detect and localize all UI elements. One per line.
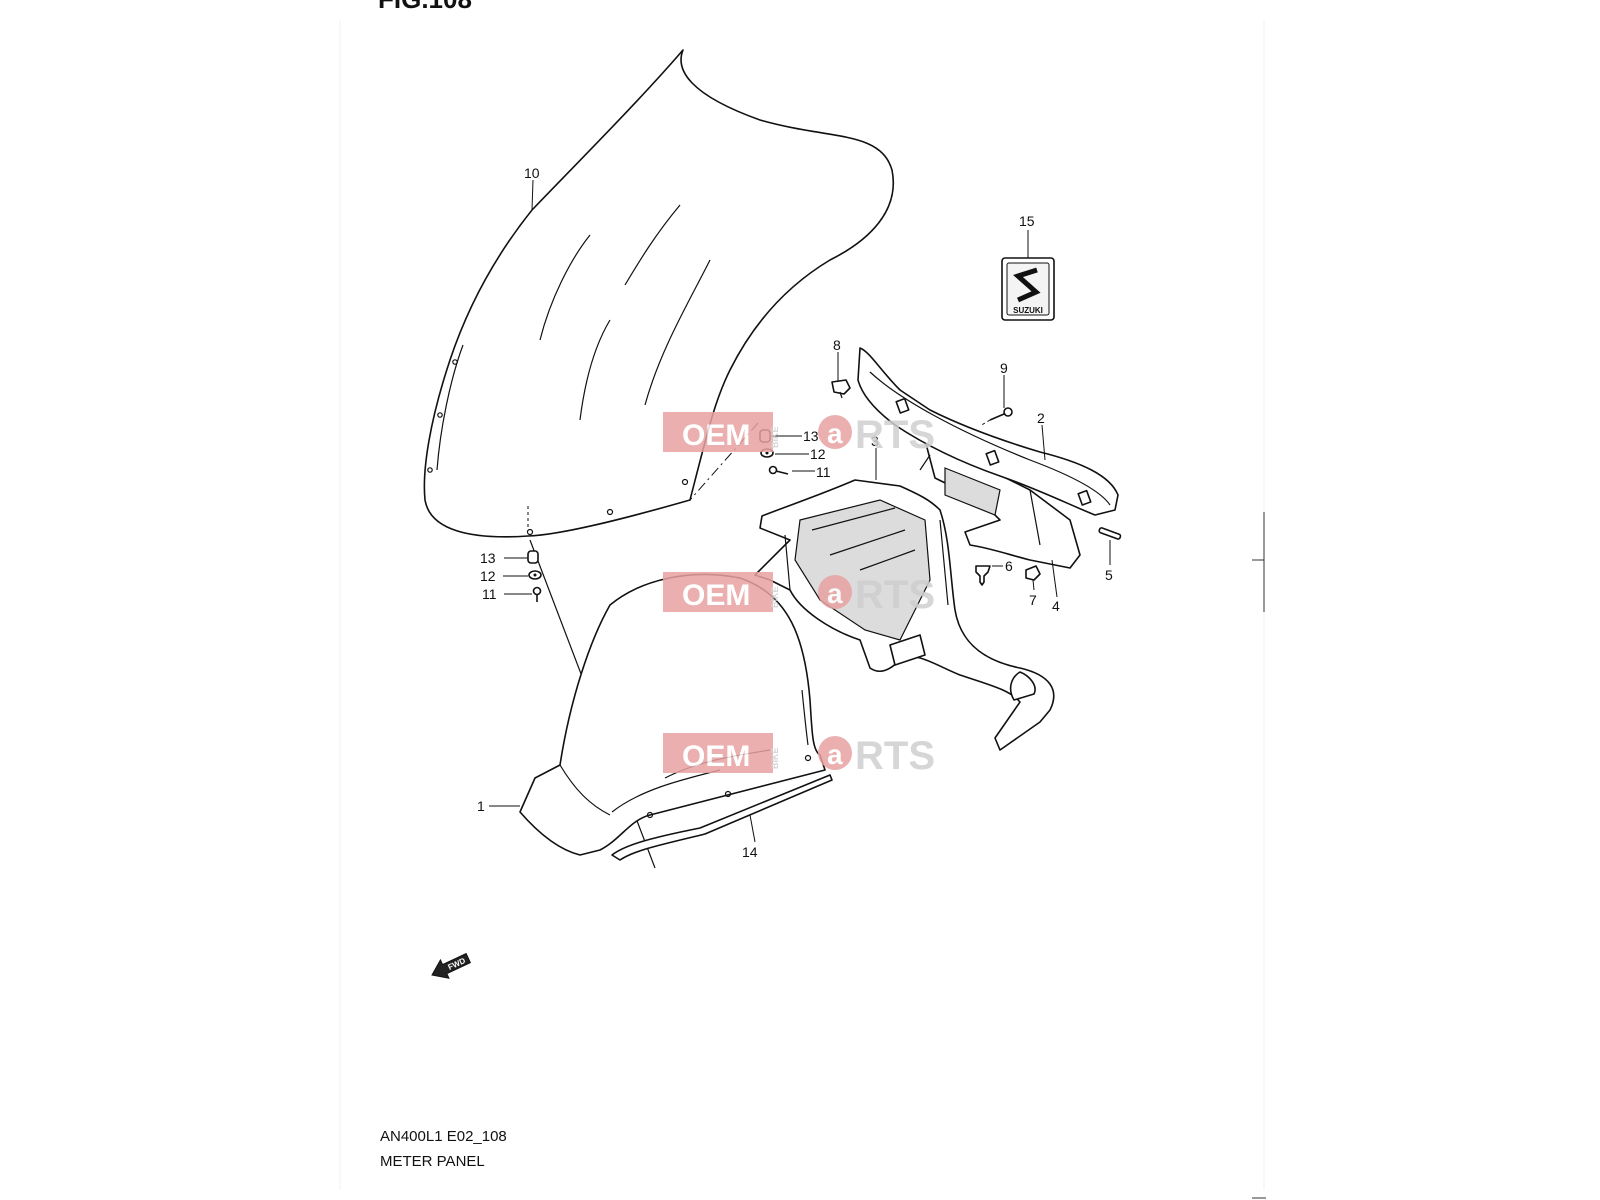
screw-part-9 [979,407,1013,427]
watermark-a-3: a [827,739,843,770]
callout-9: 9 [1000,360,1008,376]
clip-part-8 [831,379,851,399]
watermark-vertical-2: BIKE [770,586,780,608]
callout-4: 4 [1052,598,1060,614]
section-title: METER PANEL [380,1153,485,1170]
watermark-a-1: a [827,418,843,449]
pin-part-5 [1098,527,1122,540]
trim-strip-part-14 [611,774,833,861]
callout-7: 7 [1029,592,1037,608]
figure-title: FIG.108 [378,0,472,14]
emblem-text: SUZUKI [1013,306,1043,315]
watermark-3: OEM BIKE a RTS [663,733,935,778]
callout-13-upper: 13 [803,428,819,444]
fwd-label: FWD [447,956,468,972]
callout-12-upper: 12 [810,446,826,462]
upper-frame-part-2 [857,347,1119,516]
model-code: AN400L1 E02_108 [380,1128,507,1145]
hardware-stack-lower [527,550,542,602]
watermark-brand-1: OEM [682,419,750,452]
clip-part-6 [975,565,991,586]
callout-1: 1 [477,798,485,814]
callout-5: 5 [1105,567,1113,583]
callout-8: 8 [833,337,841,353]
suzuki-emblem-part-15: SUZUKI [1001,257,1055,321]
meter-visor-part-1 [519,573,826,856]
nut-part-7 [1025,565,1041,581]
callout-2: 2 [1037,410,1045,426]
callout-13-lower: 13 [480,550,496,566]
watermark-2: OEM BIKE a RTS [663,572,935,617]
watermark-brand-2: OEM [682,579,750,612]
watermark-vertical-3: BIKE [770,747,780,769]
watermark-vertical-1: BIKE [770,426,780,448]
callout-14: 14 [742,844,758,860]
callout-3: 3 [871,433,879,449]
callout-leaders [489,179,1111,843]
panel-bracket-part-4 [919,439,1081,569]
watermark-rts-2: RTS [855,573,935,617]
callout-15: 15 [1019,213,1035,229]
callout-6: 6 [1005,558,1013,574]
fwd-arrow-icon: FWD [431,952,472,979]
watermark-a-2: a [827,578,843,609]
watermark-rts-3: RTS [855,734,935,778]
watermark-1: OEM BIKE a RTS [663,412,935,457]
callout-11-lower: 11 [482,586,497,602]
callout-12-lower: 12 [480,568,496,584]
callout-numbers: 10 15 8 9 2 3 13 12 11 13 12 11 6 7 4 5 … [477,165,1113,860]
watermark-rts-1: RTS [855,413,935,457]
callout-10: 10 [524,165,540,181]
watermark-brand-3: OEM [682,740,750,773]
callout-11-upper: 11 [816,464,831,480]
